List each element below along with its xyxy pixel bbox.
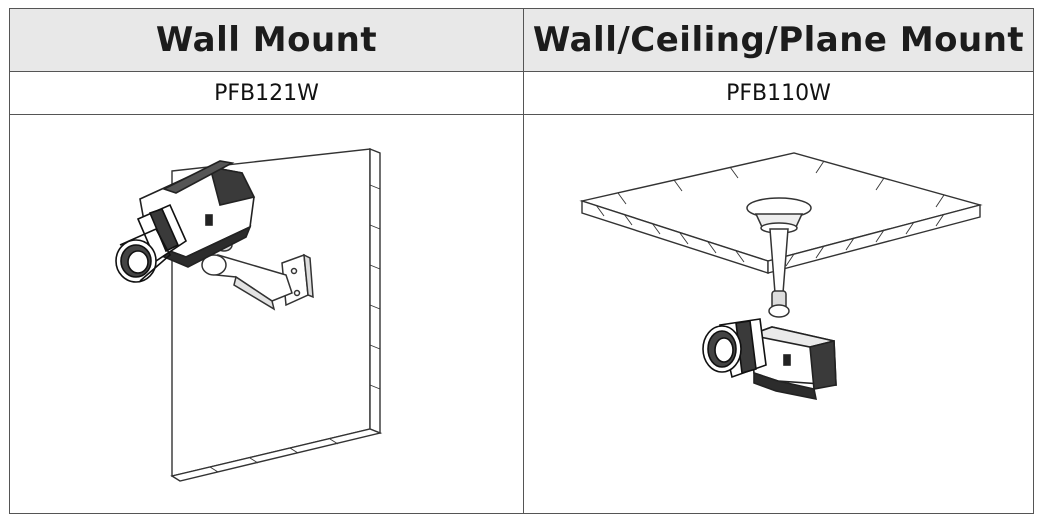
header-wall-mount: Wall Mount [10,9,524,72]
bracket-wall-plate [281,253,314,307]
model-cell-wall: PFB121W [10,72,524,115]
header-wall-mount-text: Wall Mount [155,20,378,60]
model-pfb121w: PFB121W [214,80,319,106]
ceiling-mount-camera-illustration [579,152,983,401]
model-cell-ceiling: PFB110W [524,72,1033,115]
wall-edge-hatching [209,184,381,473]
ceiling-edge-hatching [595,160,945,267]
mount-comparison-table: Wall Mount Wall/Ceiling/Plane Mount PFB1… [9,8,1034,514]
bracket-arm [201,238,293,311]
model-pfb110w: PFB110W [726,80,831,106]
camera-lens [115,203,188,283]
mount-base-and-pole [746,197,812,318]
ceiling-mount-illustration-cell [524,115,1033,513]
header-wall-ceiling-plane-mount: Wall/Ceiling/Plane Mount [524,9,1033,72]
wall-mount-illustration-cell [10,115,524,513]
camera-body [747,326,837,401]
wall-mount-camera-illustration [115,147,383,482]
camera-lens [702,318,767,379]
header-wall-ceiling-plane-mount-text: Wall/Ceiling/Plane Mount [532,20,1025,60]
